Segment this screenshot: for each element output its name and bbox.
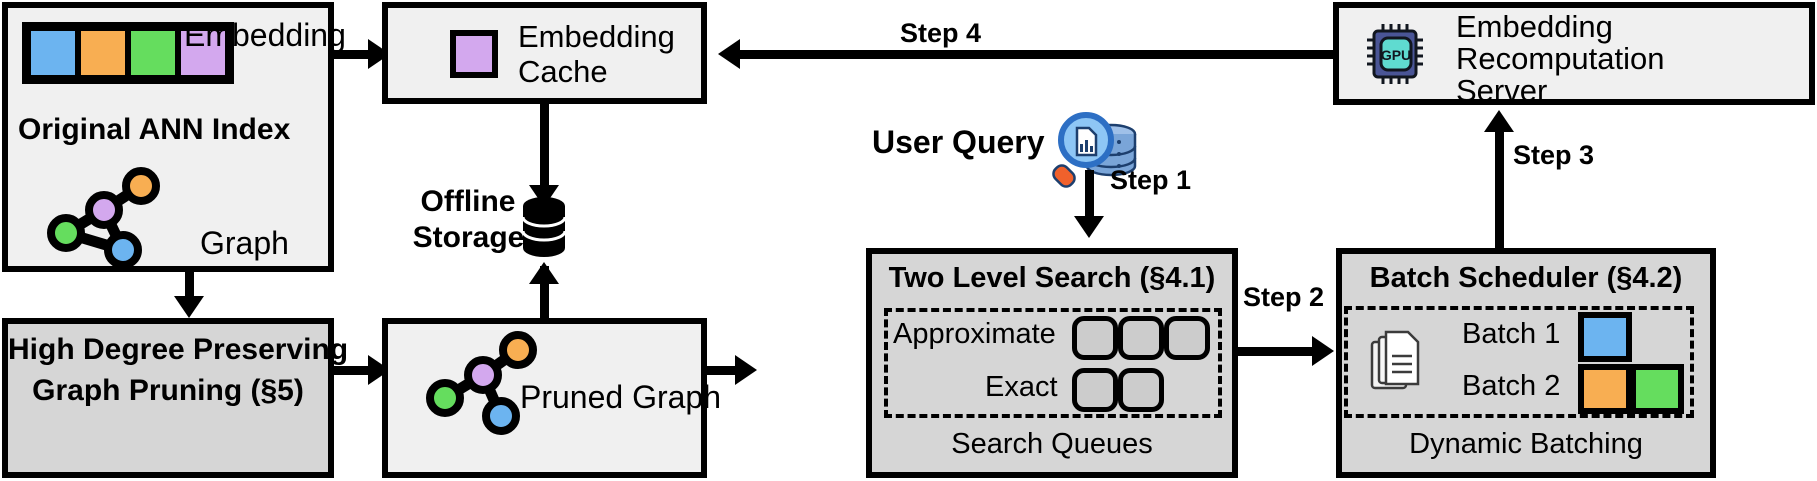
user-query-label: User Query xyxy=(872,124,1045,160)
recomputation-server-title-line2: Recomputation xyxy=(1456,41,1665,76)
arrow-pruning-to-pruned-line xyxy=(334,366,370,375)
arrow-step2-head xyxy=(1312,336,1334,366)
database-cylinder-icon xyxy=(521,197,567,257)
approximate-queue-cell-1 xyxy=(1072,316,1118,360)
batch-1-swatch-blue xyxy=(1578,312,1632,362)
step4-label: Step 4 xyxy=(900,18,982,48)
embedding-swatch-green xyxy=(128,28,178,78)
arrow-step4-line xyxy=(740,50,1333,59)
arrow-index-to-cache-line xyxy=(334,50,370,59)
exact-queue-cell-1 xyxy=(1072,368,1118,412)
original-ann-index-title: Original ANN Index xyxy=(18,113,291,146)
arrow-step1-line xyxy=(1085,170,1094,220)
offline-storage-label-line2: Storage xyxy=(412,221,525,254)
exact-queue-cells xyxy=(1072,368,1164,412)
dynamic-batching-caption: Dynamic Batching xyxy=(1409,428,1643,460)
exact-queue-cell-2 xyxy=(1118,368,1164,412)
embedding-swatch-strip xyxy=(22,22,234,84)
embedding-cache-icon xyxy=(450,30,498,78)
gpu-chip-icon: GPU xyxy=(1367,24,1423,84)
magnifier-database-icon xyxy=(1052,112,1137,188)
arrow-pruned-to-search-head xyxy=(735,355,757,385)
embedding-cache-title-line1: Embedding xyxy=(518,19,675,54)
dynamic-batching-dashed-region xyxy=(1344,306,1694,418)
pruned-graph-illustration xyxy=(426,331,537,435)
graph-pruning-title-line2: Graph Pruning (§5) xyxy=(32,374,304,407)
arrow-step3-line xyxy=(1495,132,1504,248)
arrow-step2-line xyxy=(1238,347,1314,356)
batch-scheduler-title: Batch Scheduler (§4.2) xyxy=(1369,262,1683,294)
exact-label: Exact xyxy=(985,371,1058,403)
original-graph-illustration xyxy=(47,167,160,269)
arrow-pruned-to-storage-line xyxy=(540,266,549,320)
graph-pruning-box xyxy=(2,318,334,478)
embedding-label: Embedding xyxy=(184,17,346,53)
embedding-cache-title-line2: Cache xyxy=(518,54,608,89)
two-level-search-title: Two Level Search (§4.1) xyxy=(888,262,1216,294)
arrow-pruned-to-search-line xyxy=(707,366,737,375)
arrow-index-to-pruning-line xyxy=(185,272,194,300)
arrow-cache-to-storage-line xyxy=(540,104,549,189)
embedding-swatch-blue xyxy=(28,28,78,78)
gpu-icon-text: GPU xyxy=(1381,47,1411,63)
arrow-step1-head xyxy=(1074,216,1104,238)
arrow-pruned-to-storage-head xyxy=(529,262,559,284)
two-level-search-box xyxy=(866,248,1238,478)
step2-label: Step 2 xyxy=(1243,282,1325,312)
recomputation-server-title-line1: Embedding xyxy=(1456,9,1613,44)
step3-label: Step 3 xyxy=(1513,140,1595,170)
recomputation-server-box xyxy=(1333,2,1815,105)
batch-1-label: Batch 1 xyxy=(1462,318,1561,350)
arrow-step3-head xyxy=(1484,110,1514,132)
approximate-label: Approximate xyxy=(893,318,1056,350)
approximate-queue-cell-3 xyxy=(1164,316,1210,360)
batch-2-label: Batch 2 xyxy=(1462,370,1561,402)
graph-pruning-title-line1: High Degree Preserving xyxy=(8,333,349,366)
arrow-step4-head xyxy=(718,39,740,69)
search-queues-dashed-region xyxy=(884,308,1222,418)
pruned-graph-label: Pruned Graph xyxy=(520,379,722,415)
step1-label: Step 1 xyxy=(1110,165,1192,195)
embedding-swatch-orange xyxy=(78,28,128,78)
recomputation-server-title-line3: Server xyxy=(1456,73,1548,108)
approximate-queue-cells xyxy=(1072,316,1210,360)
embedding-cache-box xyxy=(382,2,707,104)
search-queues-caption: Search Queues xyxy=(951,428,1153,460)
graph-label: Graph xyxy=(200,225,289,261)
documents-stack-icon xyxy=(1370,330,1420,390)
batch-2-swatch-orange xyxy=(1578,364,1632,414)
offline-storage-label-line1: Offline xyxy=(420,185,516,218)
arrow-index-to-pruning-head xyxy=(174,296,204,318)
embedding-swatch-purple xyxy=(178,28,228,78)
approximate-queue-cell-2 xyxy=(1118,316,1164,360)
batch-2-swatch-green xyxy=(1630,364,1684,414)
